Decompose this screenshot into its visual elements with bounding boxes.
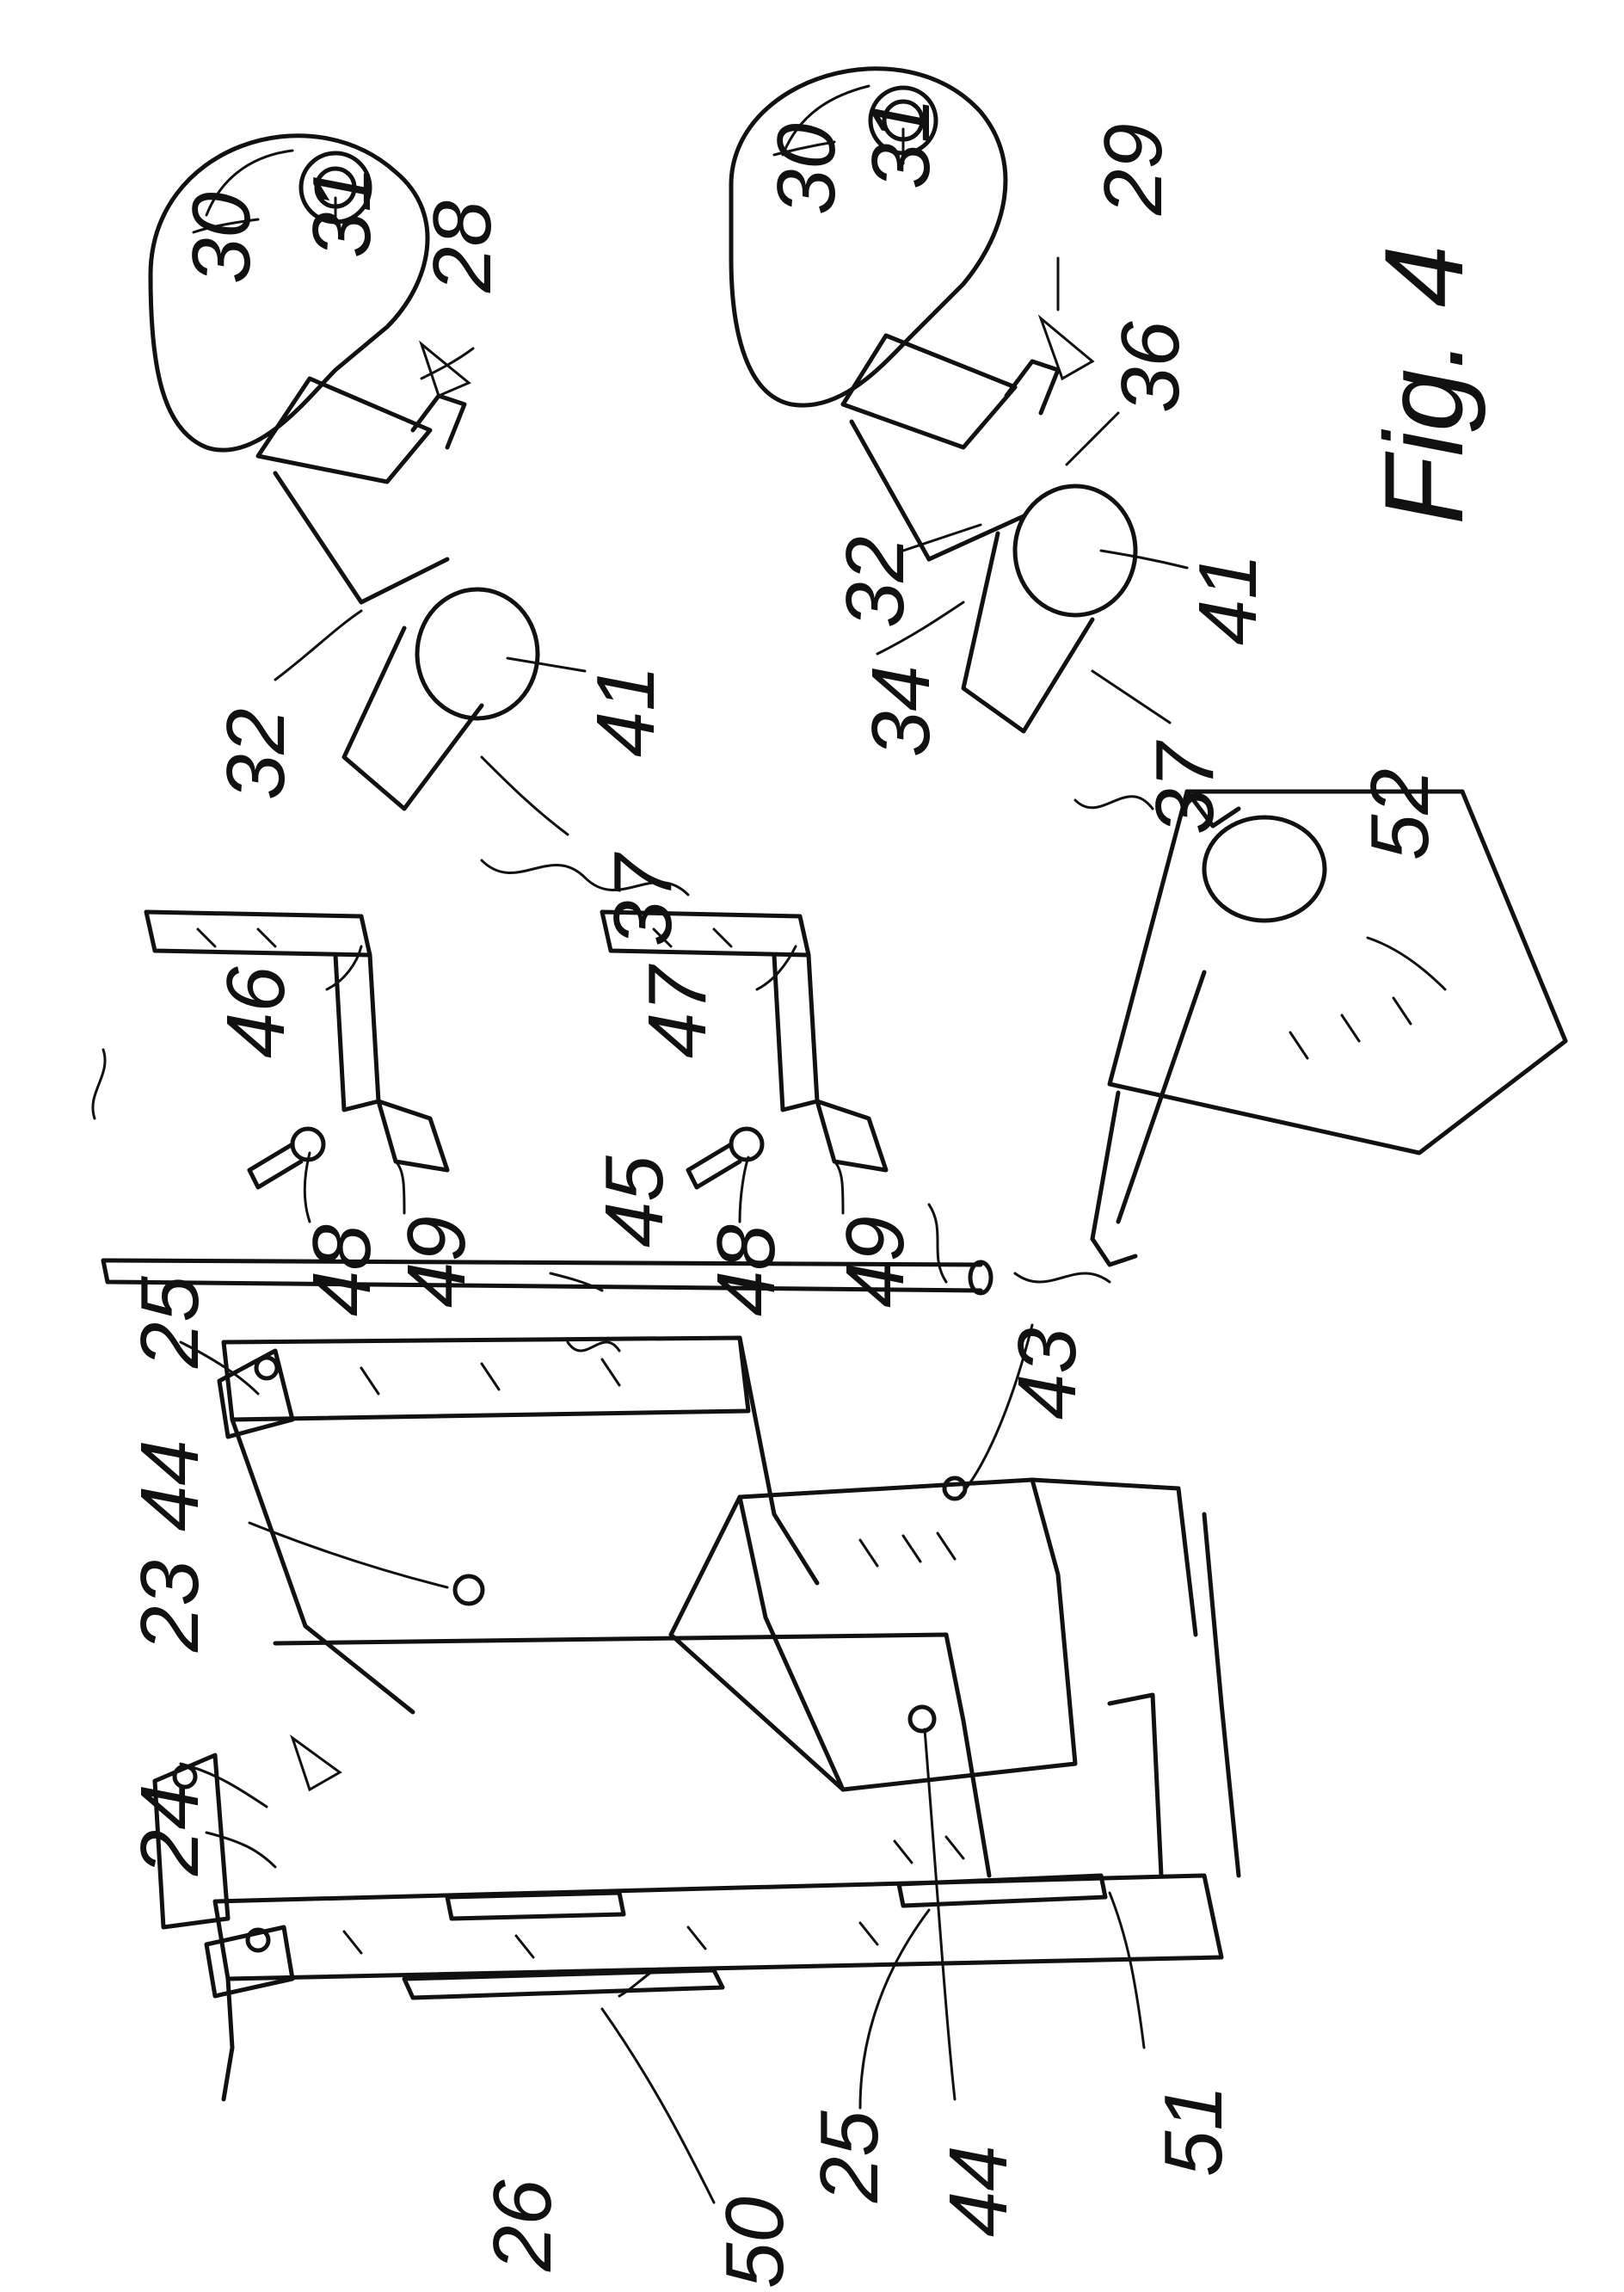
latch-lower: [729, 66, 1138, 734]
label-31-upper: 31: [296, 166, 388, 258]
label-49-upper: 49: [391, 1216, 483, 1308]
housing-block: [1090, 789, 1568, 1267]
label-41-upper: 41: [580, 665, 672, 757]
label-48-lower: 48: [700, 1224, 792, 1316]
label-29: 29: [1087, 123, 1179, 216]
label-51: 51: [1147, 2085, 1240, 2177]
shaft: [101, 1258, 993, 1296]
label-30-upper: 30: [175, 192, 268, 284]
label-45: 45: [588, 1155, 680, 1248]
label-48-upper: 48: [296, 1224, 388, 1316]
label-24: 24: [124, 1784, 216, 1876]
label-31-lower: 31: [855, 97, 947, 189]
label-46: 46: [210, 966, 302, 1058]
label-43: 43: [1001, 1328, 1093, 1420]
label-44-lower: 44: [932, 2145, 1024, 2237]
label-32-lower: 32: [829, 536, 921, 628]
label-25-lower: 25: [803, 2110, 895, 2203]
label-37-upper: 37: [597, 852, 689, 946]
label-37-lower: 37: [1139, 740, 1231, 835]
label-49-lower: 49: [829, 1216, 921, 1308]
assembly-lines: [91, 795, 1154, 1352]
label-34: 34: [855, 665, 947, 757]
reference-numerals: 24 23 44 25 26 50 25 44 51 43 45 48 46 4…: [124, 97, 1486, 2289]
label-52: 52: [1354, 768, 1446, 860]
label-41-lower: 41: [1182, 553, 1274, 645]
figure-title: Fig. 4: [1361, 245, 1486, 525]
frame-assembly: [152, 1335, 1241, 2102]
leader-lines: [179, 127, 1447, 2204]
label-50: 50: [709, 2196, 801, 2289]
label-26: 26: [477, 2179, 569, 2272]
label-47: 47: [631, 964, 723, 1058]
label-32-upper: 32: [210, 708, 302, 800]
label-44-upper: 44: [124, 1439, 216, 1531]
label-25-upper: 25: [124, 1276, 216, 1369]
label-28: 28: [416, 200, 508, 293]
label-23: 23: [124, 1560, 216, 1653]
label-36: 36: [1104, 321, 1196, 413]
label-30-lower: 30: [760, 123, 852, 215]
lever-upper: [144, 909, 450, 1190]
